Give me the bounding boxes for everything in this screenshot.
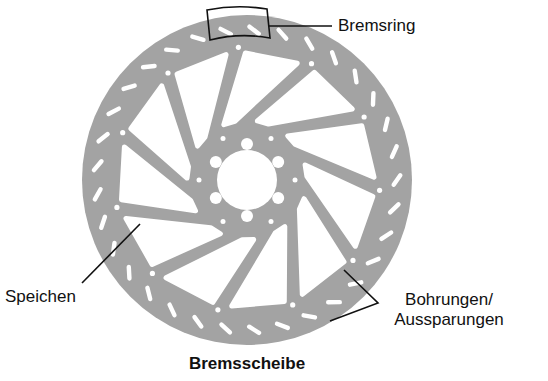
ring-hole [165, 70, 170, 75]
spoke-window [131, 86, 189, 178]
bolt-hole [272, 192, 284, 204]
ring-slot [164, 47, 180, 53]
ring-slot [382, 116, 390, 133]
ring-slot [126, 265, 131, 281]
bolt-hole [210, 192, 222, 204]
ring-slot [274, 321, 291, 331]
ring-slot [352, 68, 359, 84]
ring-hole [350, 258, 355, 263]
spoke-window [224, 53, 297, 125]
bolt-hole [241, 138, 253, 150]
ring-hole [120, 130, 125, 135]
ring-hole [236, 45, 241, 50]
ring-slot [391, 172, 404, 188]
hub-hole-small [293, 178, 298, 183]
holes-bracket [330, 270, 378, 321]
spoke-window [177, 55, 226, 146]
ring-slot [191, 314, 204, 330]
bolt-hole [272, 156, 284, 168]
ring-slot [378, 229, 394, 241]
hub-hole-small [197, 178, 202, 183]
ring-slot [246, 324, 262, 336]
leader-line [82, 224, 140, 283]
ring-slot [326, 300, 342, 305]
leader-line [269, 25, 332, 27]
ring-hole [114, 205, 119, 210]
ring-hole [290, 302, 295, 307]
ring-slot [387, 201, 402, 215]
part-label: Bremsring [338, 16, 478, 36]
ring-hole [150, 271, 155, 276]
ring-slot [91, 158, 105, 173]
disc-body [82, 15, 412, 345]
leader-lines [82, 7, 378, 321]
bolt-hole [241, 210, 253, 222]
ring-slot [167, 302, 178, 318]
part-label: Speichen [5, 287, 115, 307]
ring-hole [362, 114, 367, 119]
ring-slot [246, 24, 261, 37]
ring-hole [377, 188, 382, 193]
ring-bracket [207, 7, 270, 40]
hub-hole-small [221, 136, 226, 141]
ring-slot [275, 27, 289, 42]
ring-slot [218, 321, 233, 335]
ring-slot [371, 91, 376, 107]
part-label: Bohrungen/ Aussparungen [374, 290, 524, 330]
hub-hole-small [221, 219, 226, 224]
spoke-window [299, 199, 344, 295]
ring-slot [141, 64, 157, 70]
ring-slot [389, 143, 400, 159]
ring-slot [106, 106, 122, 117]
ring-slot [190, 34, 207, 43]
ring-slot [329, 50, 338, 67]
spoke-window [126, 219, 220, 265]
ring-slot [218, 26, 234, 37]
ring-slot [92, 186, 104, 202]
bolt-hole [210, 156, 222, 168]
figure-caption: Bremsscheibe [127, 354, 367, 374]
ring-slot [121, 83, 138, 92]
ring-hole [215, 307, 220, 312]
ring-slot [301, 313, 318, 320]
ring-slot [95, 131, 110, 144]
hub-hole-small [269, 219, 274, 224]
hub-hole [217, 150, 277, 210]
ring-slot [98, 214, 107, 231]
spoke-window [288, 126, 374, 177]
ring-slot [303, 36, 315, 52]
ring-slot [145, 285, 153, 302]
hub-hole-small [269, 136, 274, 141]
brake-disc [82, 15, 412, 345]
ring-slot [365, 256, 381, 266]
ring-hole [309, 61, 314, 66]
